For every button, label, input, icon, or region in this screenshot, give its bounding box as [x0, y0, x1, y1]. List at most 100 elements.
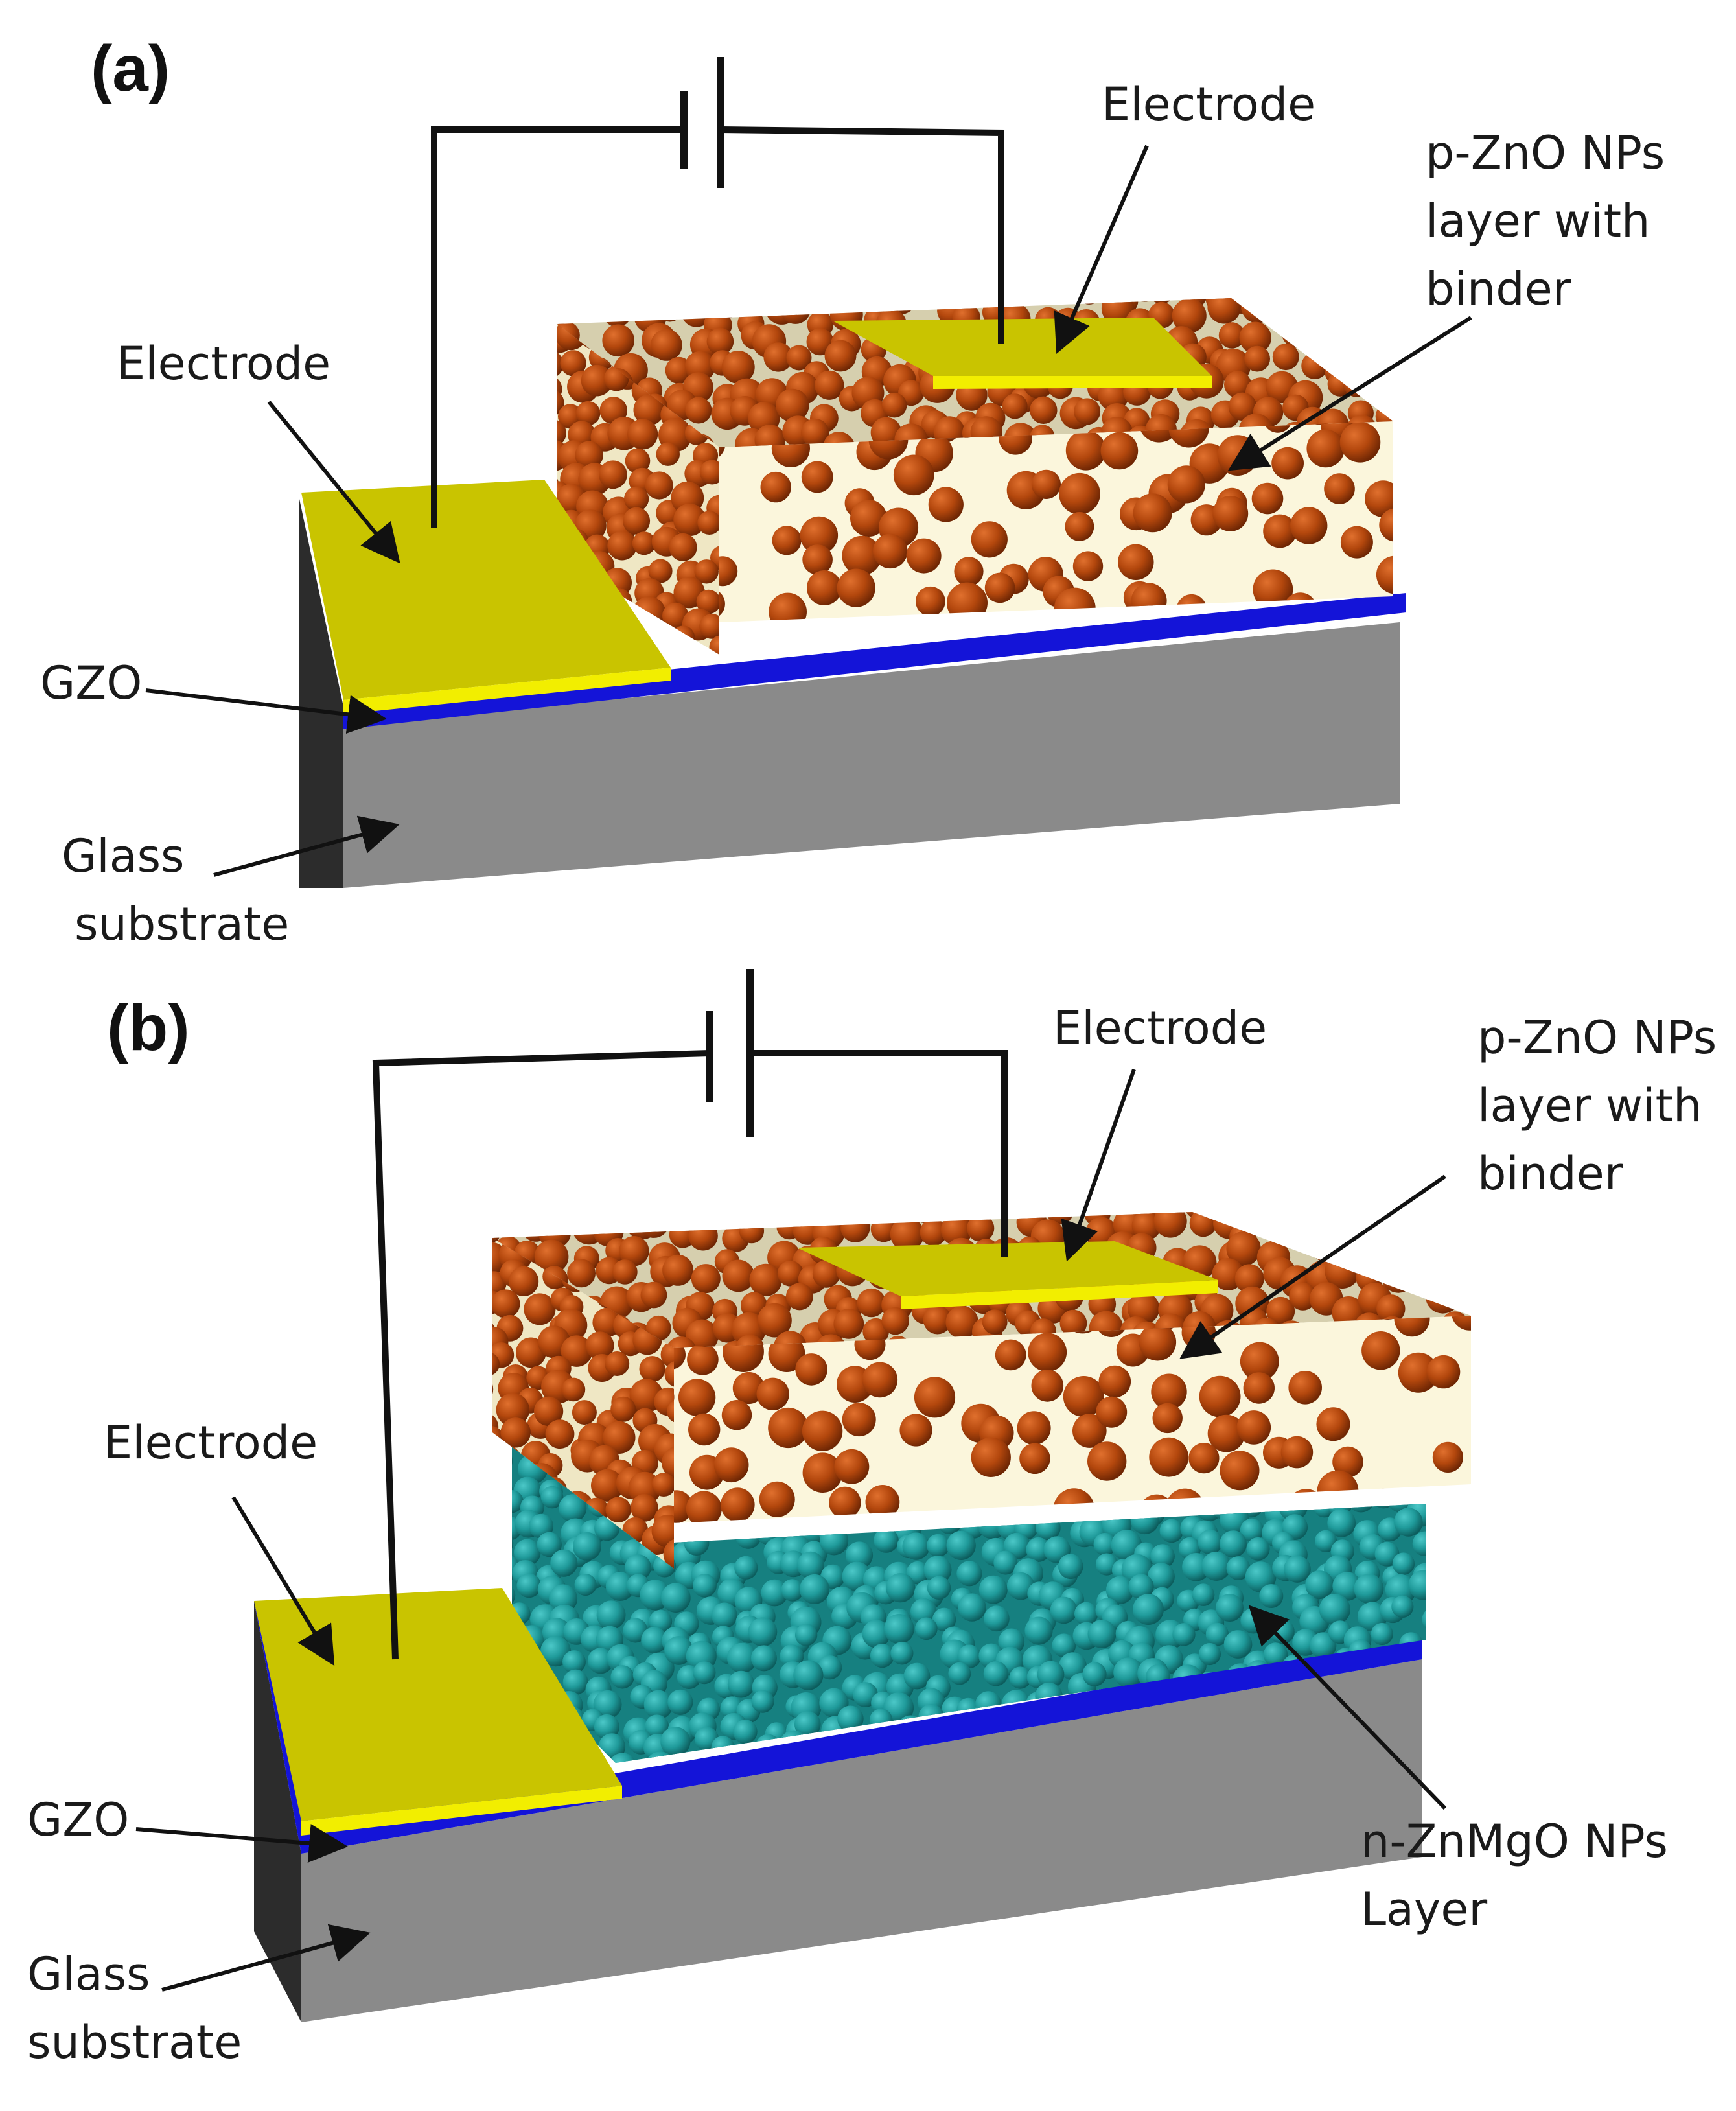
- p-zno-a-nanoparticle: [800, 516, 839, 555]
- p-zno-a-nanoparticle: [906, 538, 942, 574]
- p-zno-b-nanoparticle: [890, 1217, 924, 1252]
- p-zno-b-nanoparticle: [1432, 1441, 1463, 1473]
- p-zno-b-nanoparticle: [572, 1400, 597, 1425]
- p-zno-a-nanoparticle: [1382, 319, 1393, 344]
- p-zno-a-nanoparticle: [1167, 465, 1205, 504]
- n-znmgo-nanoparticle: [562, 1669, 588, 1695]
- n-znmgo-nanoparticle: [1259, 1584, 1284, 1608]
- p-zno-b-nanoparticle: [1110, 1184, 1136, 1209]
- n-znmgo-nanoparticle: [1319, 1594, 1350, 1626]
- p-zno-a-nanoparticle: [575, 441, 603, 469]
- p-zno-a-nanoparticle: [882, 393, 907, 418]
- p-zno-b-nanoparticle: [1243, 1372, 1275, 1404]
- p-zno-a-nanoparticle: [815, 370, 844, 400]
- n-znmgo-nanoparticle: [1172, 1623, 1196, 1646]
- p-zno-a-nanoparticle: [1376, 555, 1393, 594]
- n-znmgo-nanoparticle: [1391, 1595, 1414, 1618]
- n-znmgo-nanoparticle: [1133, 1594, 1164, 1626]
- p-zno-b-nanoparticle: [603, 1421, 636, 1454]
- p-zno-a-nanoparticle: [873, 533, 908, 569]
- p-zno-b-nanoparticle: [813, 1212, 843, 1221]
- p-zno-a-nanoparticle: [721, 351, 755, 384]
- wire-right-b: [750, 1050, 1008, 1257]
- p-zno-a-nanoparticle: [801, 461, 833, 493]
- p-zno-b-nanoparticle: [492, 1511, 498, 1542]
- p-zno-b-nanoparticle: [464, 1235, 490, 1261]
- p-zno-b-nanoparticle: [605, 1497, 631, 1522]
- p-zno-b-nanoparticle: [1376, 1212, 1408, 1242]
- p-zno-b-nanoparticle: [674, 1490, 693, 1523]
- p-zno-b-nanoparticle: [634, 1212, 670, 1228]
- p-zno-a-nanoparticle: [581, 364, 613, 397]
- p-zno-a-nanoparticle: [916, 586, 945, 616]
- top-electrode-top-b: [797, 1241, 1218, 1296]
- p-zno-a-nanoparticle: [763, 342, 793, 372]
- gzo-label-b: GZO: [27, 1793, 129, 1847]
- p-zno-a-nanoparticle: [699, 614, 719, 639]
- substrate-label-a: Glass substrate: [62, 830, 289, 951]
- n-znmgo-nanoparticle: [948, 1662, 971, 1685]
- n-znmgo-nanoparticle: [514, 1539, 541, 1566]
- p-zno-b-nanoparticle: [561, 1335, 593, 1367]
- p-zno-b-nanoparticle: [502, 1238, 528, 1241]
- p-zno-a-nanoparticle: [633, 394, 665, 426]
- glass-substrate-front-a: [343, 622, 1400, 888]
- p-layer-label-b: p-ZnO NPs layer with binder: [1477, 1011, 1731, 1200]
- p-zno-b-nanoparticle: [662, 1254, 694, 1286]
- p-zno-a-nanoparticle: [1253, 569, 1293, 610]
- p-zno-b-nanoparticle: [1059, 1309, 1087, 1337]
- p-zno-b-nanoparticle: [777, 1260, 804, 1287]
- p-zno-b-nanoparticle: [1207, 1212, 1240, 1216]
- p-zno-b-nanoparticle: [492, 1500, 501, 1529]
- p-zno-a-nanoparticle: [822, 432, 855, 447]
- n-znmgo-nanoparticle: [794, 1711, 821, 1738]
- p-zno-b-nanoparticle: [1459, 1212, 1471, 1244]
- p-zno-b-nanoparticle: [660, 1340, 674, 1368]
- n-znmgo-nanoparticle: [1392, 1552, 1415, 1575]
- p-zno-b-nanoparticle: [662, 1446, 674, 1480]
- p-zno-b-nanoparticle: [1451, 1316, 1471, 1331]
- n-znmgo-nanoparticle: [1009, 1666, 1032, 1689]
- p-zno-b-nanoparticle: [1350, 1237, 1381, 1268]
- p-zno-a-nanoparticle: [664, 298, 690, 309]
- p-zno-b-nanoparticle: [645, 1315, 671, 1341]
- n-znmgo-nanoparticle: [1050, 1596, 1078, 1624]
- p-zno-b-nanoparticle: [612, 1259, 638, 1285]
- p-zno-b-nanoparticle: [1361, 1331, 1400, 1370]
- p-zno-b-nanoparticle: [492, 1318, 496, 1349]
- p-zno-a-nanoparticle: [557, 350, 564, 379]
- n-znmgo-nanoparticle: [1327, 1509, 1356, 1537]
- n-znmgo-nanoparticle: [1246, 1537, 1270, 1561]
- p-zno-b-nanoparticle: [1332, 1446, 1363, 1478]
- n-znmgo-nanoparticle: [1087, 1620, 1117, 1648]
- p-zno-b-nanoparticle: [899, 1414, 932, 1447]
- p-zno-b-nanoparticle: [492, 1342, 515, 1368]
- p-zno-b-nanoparticle: [492, 1465, 515, 1495]
- p-zno-b-nanoparticle: [812, 1259, 840, 1288]
- p-zno-b-nanoparticle: [846, 1212, 874, 1225]
- n-znmgo-nanoparticle: [537, 1532, 562, 1557]
- p-zno-b-nanoparticle: [534, 1239, 569, 1274]
- n-znmgo-nanoparticle: [1418, 1715, 1426, 1739]
- p-zno-b-nanoparticle: [941, 1214, 973, 1246]
- p-zno-b-nanoparticle: [571, 1212, 605, 1214]
- p-zno-b-nanoparticle: [1234, 1264, 1264, 1294]
- p-zno-b-nanoparticle: [1329, 1212, 1356, 1220]
- p-zno-b-nanoparticle: [759, 1481, 795, 1517]
- p-zno-a-nanoparticle: [719, 556, 738, 587]
- p-zno-a-nanoparticle: [1244, 345, 1270, 372]
- n-znmgo-nanoparticle: [946, 1530, 976, 1560]
- n-znmgo-nanoparticle: [761, 1579, 789, 1607]
- p-zno-a-nanoparticle: [727, 298, 756, 309]
- n-znmgo-nanoparticle: [1354, 1574, 1384, 1604]
- n-znmgo-nanoparticle: [641, 1627, 667, 1654]
- n-znmgo-nanoparticle: [1128, 1574, 1154, 1600]
- p-zno-a-nanoparticle: [669, 533, 697, 561]
- p-zno-b-nanoparticle: [873, 1212, 900, 1213]
- p-zno-a-nanoparticle: [639, 298, 667, 315]
- p-zno-a-nanoparticle: [1247, 298, 1279, 316]
- p-zno-a-nanoparticle: [1002, 393, 1028, 419]
- n-znmgo-nanoparticle: [874, 1528, 899, 1553]
- n-znmgo-nanoparticle: [800, 1574, 829, 1604]
- n-znmgo-nanoparticle: [711, 1602, 737, 1629]
